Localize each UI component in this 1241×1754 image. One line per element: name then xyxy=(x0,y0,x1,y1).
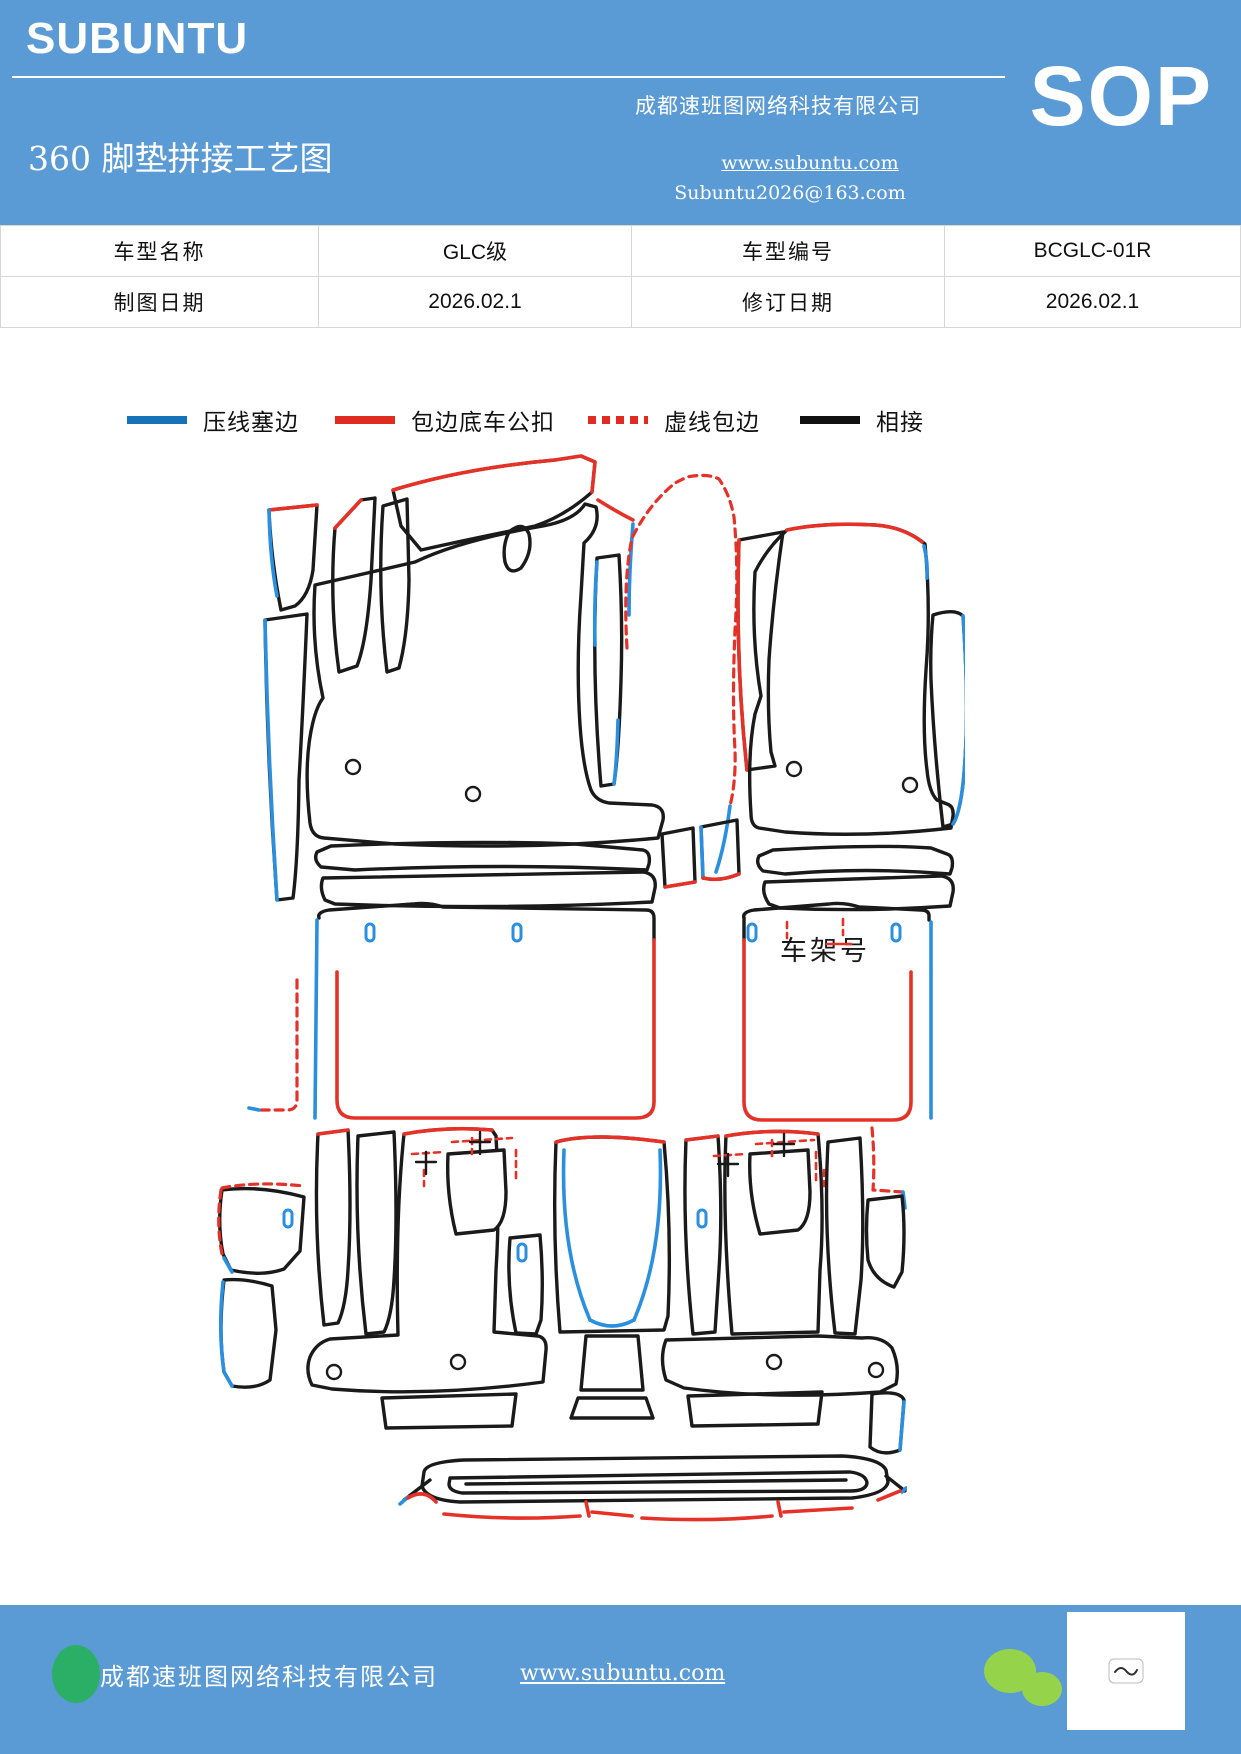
vehicle-info-table: 车型名称 GLC级 车型编号 BCGLC-01R 制图日期 2026.02.1 … xyxy=(0,225,1241,328)
cell-model-name-label: 车型名称 xyxy=(0,225,319,277)
legend-label: 相接 xyxy=(876,410,924,436)
line-type-legend: 压线塞边 包边底车公扣 虚线包边 相接 xyxy=(0,400,1241,440)
cell-model-code-value: BCGLC-01R xyxy=(944,225,1241,277)
header-divider xyxy=(12,76,1005,78)
qr-code xyxy=(1067,1612,1185,1730)
legend-item-press: 压线塞边 xyxy=(127,400,299,440)
header: SUBUNTU 360 脚垫拼接工艺图 成都速班图网络科技有限公司 www.su… xyxy=(0,0,1241,225)
footer-website-link[interactable]: www.subuntu.com xyxy=(520,1661,725,1686)
table-row: 车型名称 GLC级 车型编号 BCGLC-01R xyxy=(0,225,1241,277)
footer-company: 成都速班图网络科技有限公司 xyxy=(100,1663,438,1691)
globe-icon xyxy=(470,1653,514,1697)
header-email: Subuntu2026@163.com xyxy=(674,182,906,204)
table-row: 制图日期 2026.02.1 修订日期 2026.02.1 xyxy=(0,276,1241,328)
cell-model-name-value: GLC级 xyxy=(318,225,632,277)
black-line-swatch xyxy=(800,416,860,424)
legend-label: 虚线包边 xyxy=(664,410,760,436)
cell-draw-date-label: 制图日期 xyxy=(0,276,319,328)
red-line-swatch xyxy=(335,416,395,424)
frame-number-label: 车架号 xyxy=(780,936,870,967)
legend-item-bind-buckle: 包边底车公扣 xyxy=(335,400,555,440)
cell-revise-date-value: 2026.02.1 xyxy=(944,276,1241,328)
cell-model-code-label: 车型编号 xyxy=(631,225,945,277)
footer: 成都速班图网络科技有限公司 www.subuntu.com xyxy=(0,1605,1241,1754)
cell-revise-date-label: 修订日期 xyxy=(631,276,945,328)
legend-item-dashed-bind: 虚线包边 xyxy=(588,400,760,440)
page-title: 360 脚垫拼接工艺图 xyxy=(28,139,333,178)
company-building-icon xyxy=(52,1645,100,1703)
red-dotted-swatch xyxy=(588,416,648,424)
website-anchor[interactable]: www.subuntu.com xyxy=(721,152,899,174)
blue-line-swatch xyxy=(127,416,187,424)
legend-label: 压线塞边 xyxy=(203,410,299,436)
legend-label: 包边底车公扣 xyxy=(411,410,555,436)
front-mats-pattern-diagram: 车架号 xyxy=(247,454,965,1122)
header-website-link[interactable]: www.subuntu.com xyxy=(700,152,920,174)
wechat-icon xyxy=(984,1649,1062,1706)
brand-logo: SUBUNTU xyxy=(26,14,249,63)
header-company: 成都速班图网络科技有限公司 xyxy=(635,94,921,118)
rear-mats-pattern-diagram xyxy=(217,1126,907,1522)
footer-website-anchor[interactable]: www.subuntu.com xyxy=(520,1661,726,1686)
cell-draw-date-value: 2026.02.1 xyxy=(318,276,632,328)
legend-item-join: 相接 xyxy=(800,400,924,440)
sop-badge: SOP xyxy=(1029,49,1213,143)
